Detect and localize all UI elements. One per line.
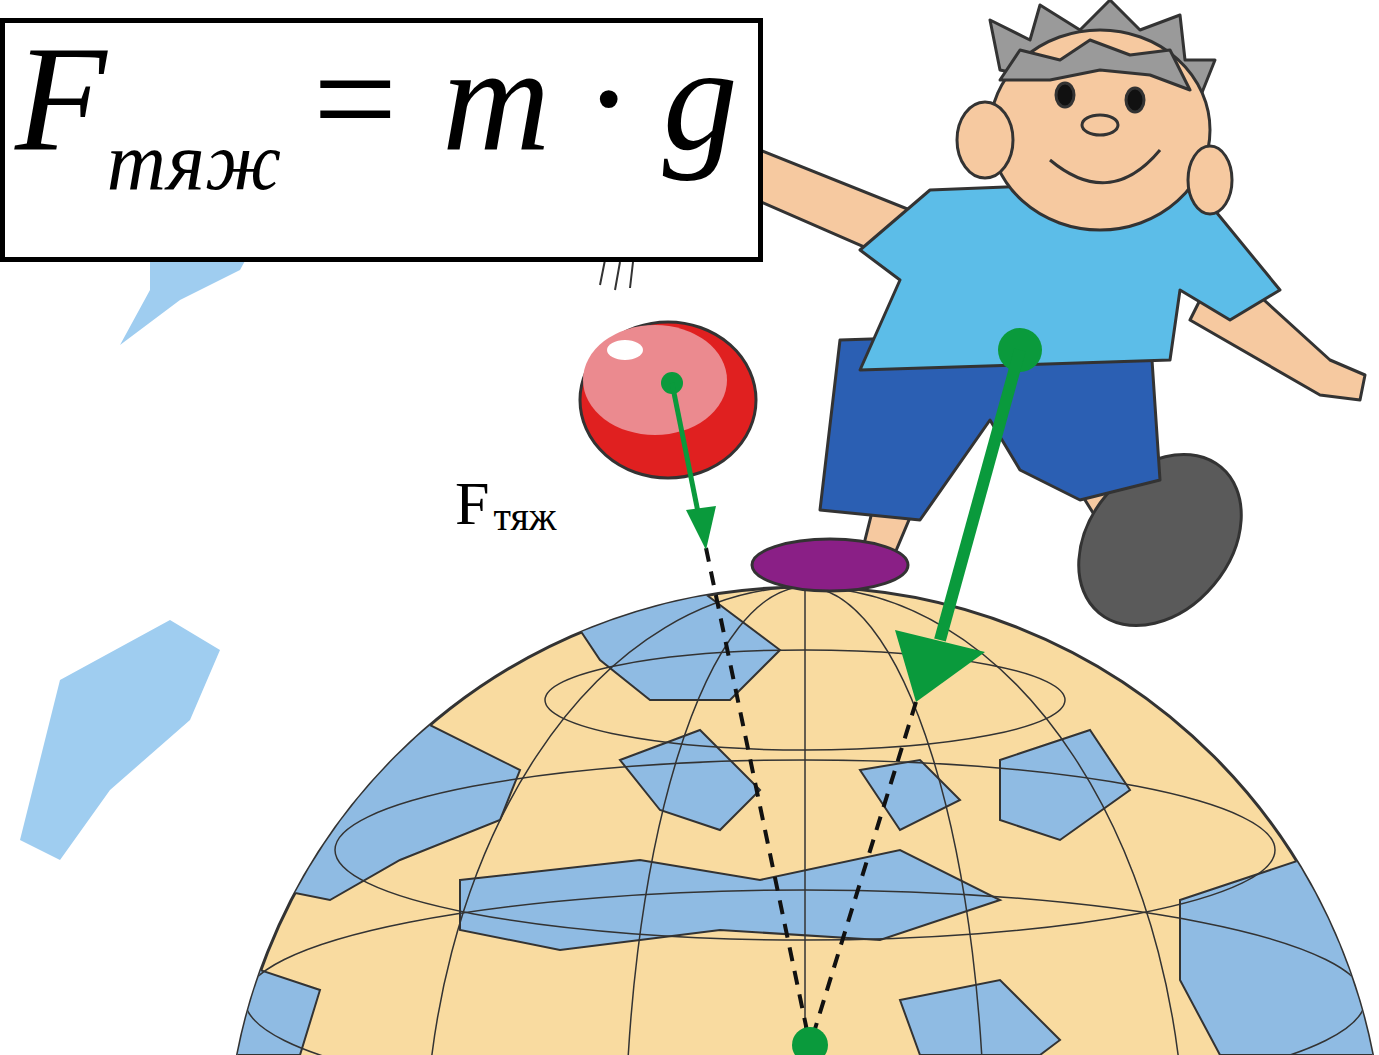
- force-arrow: [661, 372, 716, 550]
- globe: [227, 587, 1379, 1055]
- dashed-line: [706, 548, 810, 1045]
- formula-box: Fтяж = m · g: [0, 18, 763, 262]
- formula-text: тяж: [107, 121, 282, 203]
- formula-text: F: [15, 23, 107, 173]
- earth-center: [792, 1027, 828, 1055]
- formula-text: = m · g: [303, 23, 738, 173]
- force-arrow: [895, 328, 1042, 702]
- sky-blob: [20, 620, 220, 860]
- ball: [580, 260, 756, 478]
- force-subscript: тяж: [493, 497, 556, 537]
- dashed-line: [810, 702, 916, 1045]
- force-symbol: F: [455, 472, 489, 534]
- force-label: Fтяж: [455, 472, 556, 534]
